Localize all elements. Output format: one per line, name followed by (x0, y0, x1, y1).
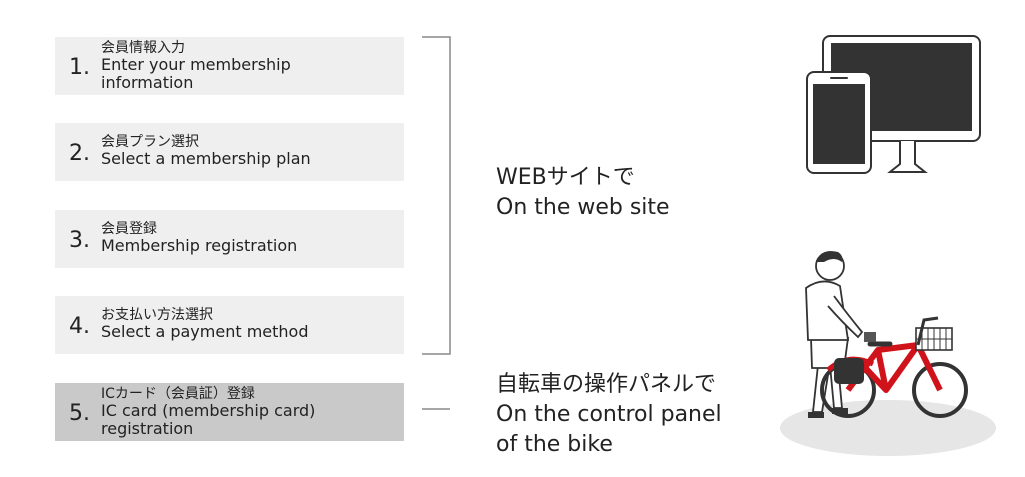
step-2-en-line-1: Select a membership plan (101, 149, 311, 168)
step-3-en-line-1: Membership registration (101, 236, 298, 255)
step-1: 1. 会員情報入力 Enter your membership informat… (55, 37, 404, 95)
person-with-bike-icon (780, 251, 996, 456)
bike-panel-label-en-line-1: On the control panel (496, 402, 722, 427)
step-2-text: 会員プラン選択 Select a membership plan (101, 134, 311, 168)
step-3-number: 3. (69, 228, 90, 253)
step-5: 5. ICカード（会員証）登録 IC card (membership card… (55, 383, 404, 441)
step-4: 4. お支払い方法選択 Select a payment method (55, 296, 404, 354)
step-5-ja: ICカード（会員証）登録 (101, 386, 255, 402)
step-5-en-line-2: registration (101, 419, 194, 438)
step-1-number: 1. (69, 55, 90, 80)
step-4-text: お支払い方法選択 Select a payment method (101, 307, 308, 341)
step-1-text: 会員情報入力 Enter your membership information (101, 40, 291, 92)
step-4-number: 4. (69, 314, 90, 339)
tablet-and-monitor-icon (806, 35, 981, 174)
step-3: 3. 会員登録 Membership registration (55, 210, 404, 268)
bike-panel-label-ja: 自転車の操作パネルで (496, 372, 717, 397)
step-4-ja: お支払い方法選択 (101, 307, 213, 323)
steps-bracket (422, 36, 451, 355)
step-1-en-line-1: Enter your membership (101, 55, 291, 74)
bike-panel-label-en-line-2: of the bike (496, 432, 613, 457)
web-site-label-en: On the web site (496, 195, 670, 220)
step-1-ja: 会員情報入力 (101, 40, 185, 56)
step-2-ja: 会員プラン選択 (101, 134, 199, 150)
step-2-number: 2. (69, 141, 90, 166)
web-site-label-ja: WEBサイトで (496, 165, 635, 190)
bike-panel-label: 自転車の操作パネルで On the control panel of the b… (496, 370, 722, 460)
step-4-en-line-1: Select a payment method (101, 322, 309, 341)
web-site-label: WEBサイトで On the web site (496, 163, 670, 223)
step-2: 2. 会員プラン選択 Select a membership plan (55, 123, 404, 181)
step-5-en-line-1: IC card (membership card) (101, 401, 316, 420)
step-1-en-line-2: information (101, 73, 194, 92)
step-3-text: 会員登録 Membership registration (101, 221, 297, 255)
step-5-number: 5. (69, 401, 90, 426)
step-5-connector (422, 408, 450, 410)
step-5-text: ICカード（会員証）登録 IC card (membership card) r… (101, 386, 315, 438)
step-3-ja: 会員登録 (101, 221, 157, 237)
